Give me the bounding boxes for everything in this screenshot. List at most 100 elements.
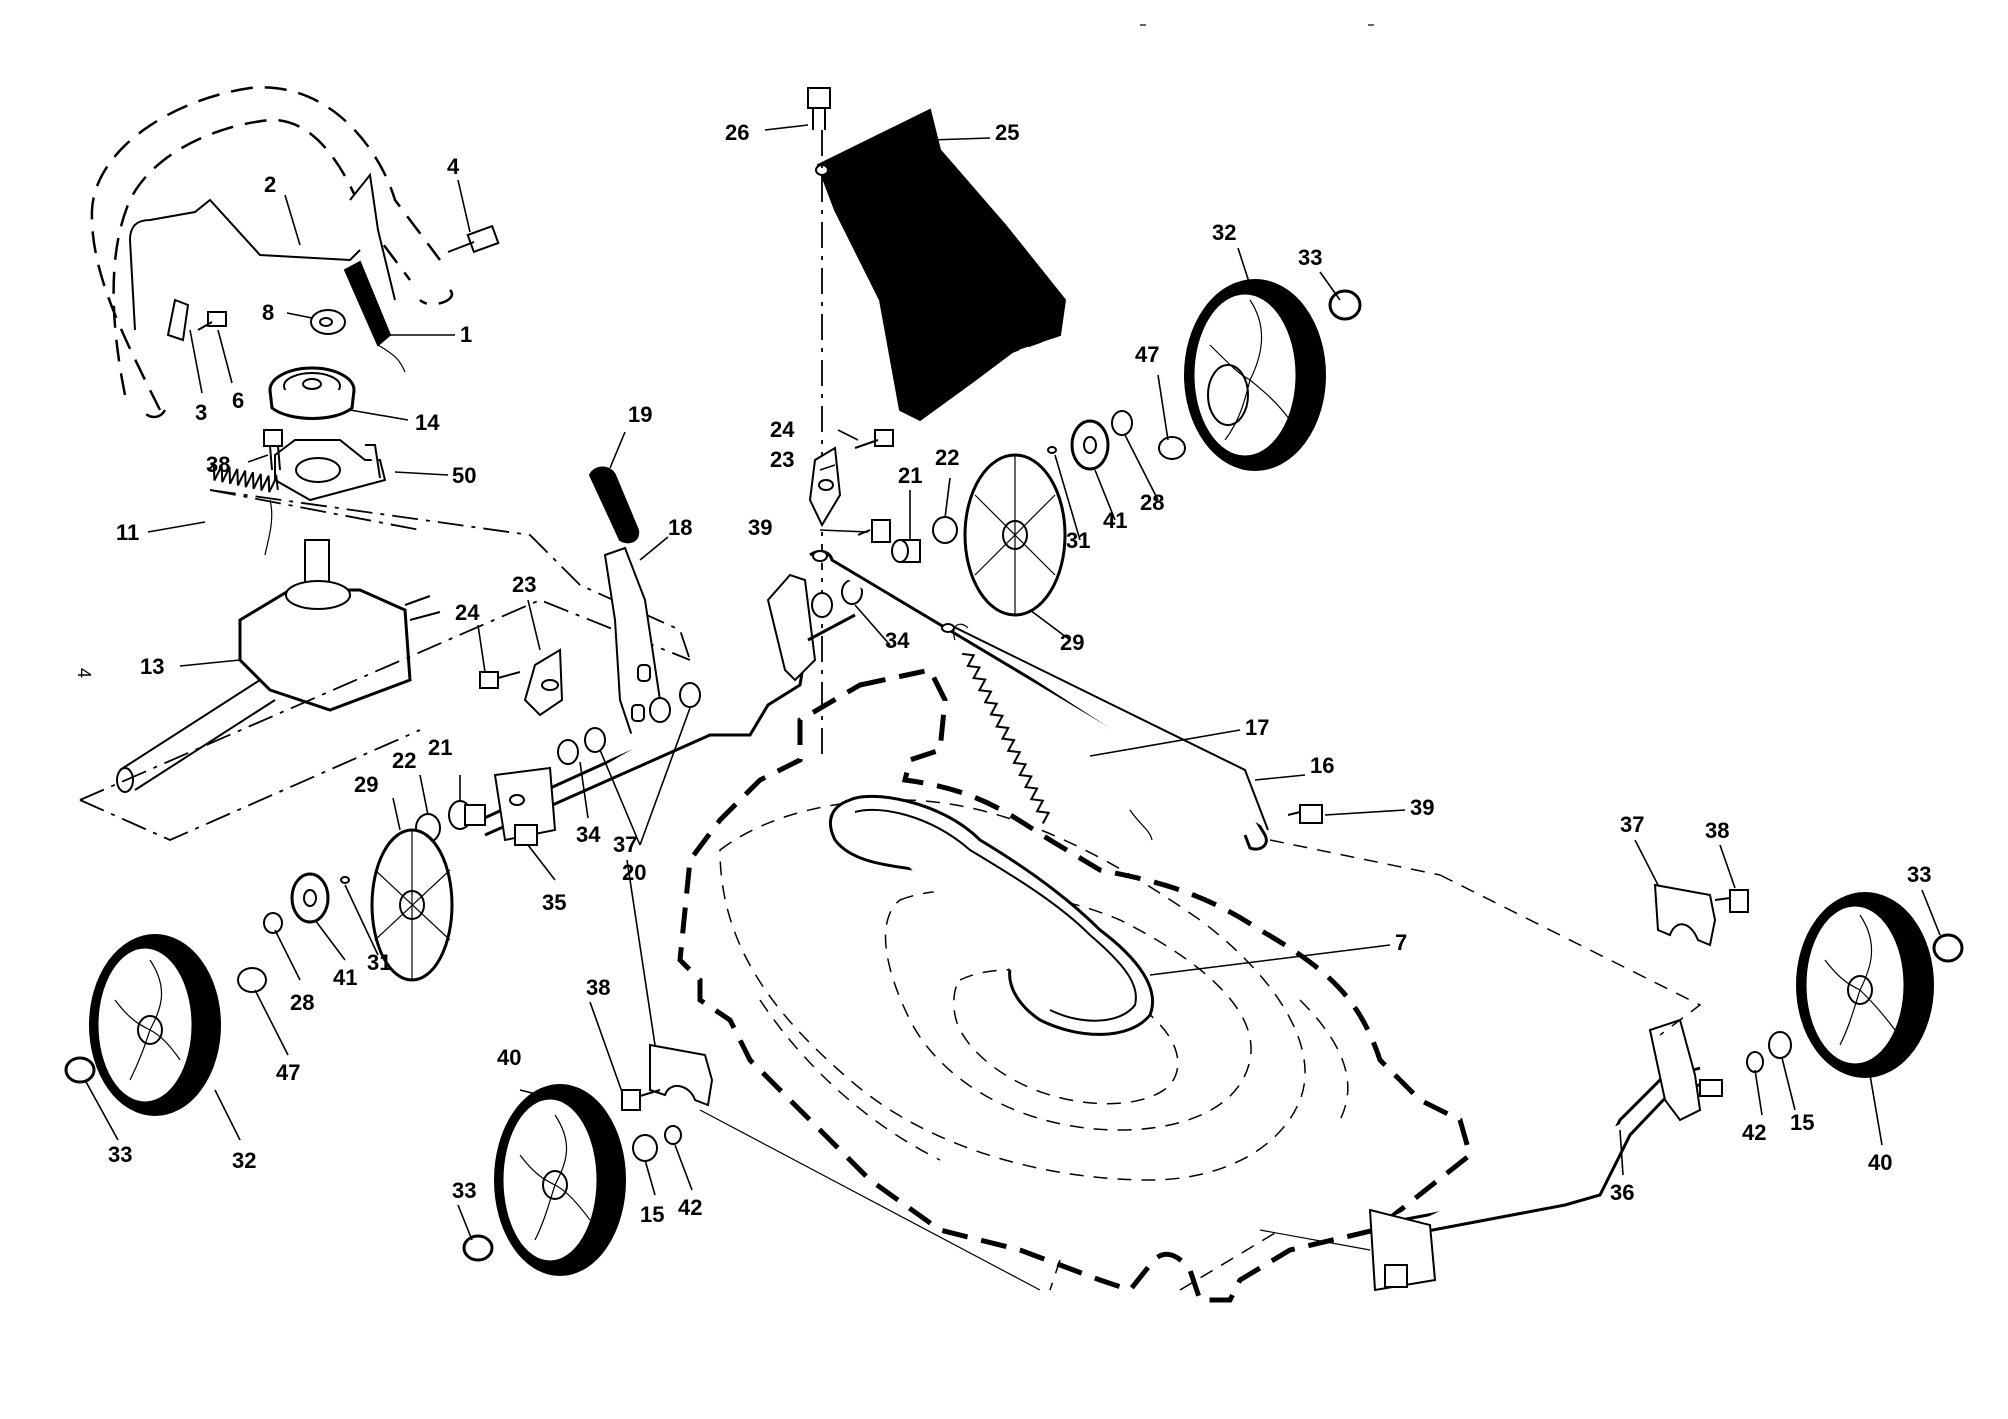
callout-34-right: 34 <box>885 628 910 653</box>
part-39-bolt-lower <box>1287 804 1323 824</box>
callout-39-lower: 39 <box>1410 795 1434 820</box>
callout-47-right: 47 <box>1135 342 1159 367</box>
part-38-bolt-right <box>1714 889 1749 913</box>
callout-21-left: 21 <box>428 735 452 760</box>
part-47-washer-right <box>1158 436 1186 460</box>
callout-2: 2 <box>264 172 276 197</box>
part-2-control-bail <box>128 198 361 331</box>
part-42-ring-right <box>1746 1051 1764 1073</box>
part-16-rod <box>941 623 1269 831</box>
callout-40-front-left: 40 <box>497 1045 521 1070</box>
part-41-gear-left <box>290 872 330 924</box>
part-1-bracket <box>343 172 406 373</box>
callout-31-left: 31 <box>367 950 391 975</box>
part-7-belt <box>829 794 1155 1036</box>
part-29-hub-cover-right <box>963 453 1067 617</box>
part-26-bolt <box>807 87 831 130</box>
part-14-pulley <box>268 366 356 420</box>
part-3-clip <box>166 298 190 342</box>
part-40-wheel-right <box>1796 892 1934 1078</box>
callout-23-left: 23 <box>512 572 536 597</box>
deck-outline <box>677 667 1473 1303</box>
part-23-bracket-left <box>523 648 564 717</box>
part-11-spring <box>207 461 279 556</box>
handle-outline <box>90 86 454 419</box>
part-23-bracket-right <box>808 446 842 528</box>
rear-axle-rod <box>479 639 808 837</box>
part-24-bolt-right <box>854 429 894 449</box>
callout-29-right: 29 <box>1060 630 1084 655</box>
callout-32-right: 32 <box>1212 220 1236 245</box>
part-38-bolt-upper <box>263 429 283 471</box>
callout-38-lower-left: 38 <box>586 975 610 1000</box>
part-38-bolt-lower-left <box>621 1089 661 1111</box>
callout-28-left: 28 <box>290 990 314 1015</box>
callout-1: 1 <box>460 322 472 347</box>
part-8-nut <box>310 309 346 335</box>
part-21-spacer-right <box>891 539 921 563</box>
callout-36: 36 <box>1610 1180 1634 1205</box>
part-6-screw <box>197 311 227 331</box>
callout-21-right: 21 <box>898 463 922 488</box>
callout-15-right: 15 <box>1790 1110 1814 1135</box>
callout-47-left: 47 <box>276 1060 300 1085</box>
part-32-wheel-right <box>1184 279 1326 471</box>
callout-28-right: 28 <box>1140 490 1164 515</box>
callout-11: 11 <box>116 520 139 545</box>
callout-40-right: 40 <box>1868 1150 1892 1175</box>
callout-18: 18 <box>668 515 692 540</box>
callout-39-upper: 39 <box>748 515 772 540</box>
callout-14: 14 <box>415 410 440 435</box>
callout-35: 35 <box>542 890 566 915</box>
right-axle-plate <box>766 549 1268 851</box>
callout-17: 17 <box>1245 715 1269 740</box>
callout-32-left: 32 <box>232 1148 256 1173</box>
part-22-washer-right <box>932 516 958 544</box>
callout-20: 20 <box>622 860 646 885</box>
part-37-bracket-right <box>1653 883 1717 947</box>
part-50-bracket <box>274 439 387 502</box>
part-35-height-bracket-left <box>493 766 557 846</box>
part-28-ring-right <box>1111 410 1133 436</box>
callout-38-right: 38 <box>1705 818 1729 843</box>
callout-6: 6 <box>232 388 244 413</box>
part-25-discharge-chute <box>815 108 1067 422</box>
callout-labels: 1 2 3 4 6 8 14 38 50 11 13 19 18 24 23 2… <box>108 120 1931 1227</box>
part-17-spring <box>953 623 1153 841</box>
part-40-wheel-front-left <box>494 1084 626 1276</box>
callout-23-right: 23 <box>770 447 794 472</box>
part-33-nut-right <box>1328 289 1362 321</box>
callout-3: 3 <box>195 400 207 425</box>
callout-24-right: 24 <box>770 417 795 442</box>
callout-8: 8 <box>262 300 274 325</box>
part-28-ring-left <box>263 912 283 934</box>
part-24-bolt-left <box>479 671 521 689</box>
part-4-bolt <box>447 224 500 254</box>
callout-42-front-left: 42 <box>678 1195 702 1220</box>
callout-41-right: 41 <box>1103 508 1127 533</box>
part-42-ring-front-left <box>664 1125 682 1145</box>
deck-phantom-lower <box>699 1109 1371 1291</box>
callout-34-left: 34 <box>576 822 601 847</box>
callout-15-front-left: 15 <box>640 1202 664 1227</box>
part-37-bracket-lower-left <box>649 1043 714 1107</box>
callout-33-right: 33 <box>1298 245 1322 270</box>
callout-22-left: 22 <box>392 748 416 773</box>
part-33-nut-front-left <box>462 1234 494 1262</box>
callout-41-left: 41 <box>333 965 357 990</box>
part-19-grip <box>588 466 640 544</box>
callout-31-right: 31 <box>1066 528 1090 553</box>
front-axle-phantom <box>1049 839 1702 1291</box>
leader-lines <box>84 124 1941 1241</box>
callout-25: 25 <box>995 120 1019 145</box>
callout-37-right: 37 <box>1620 812 1644 837</box>
part-13-transmission <box>116 539 441 793</box>
callout-16: 16 <box>1310 753 1334 778</box>
part-15-washer-right <box>1768 1031 1792 1059</box>
part-41-gear-right <box>1070 419 1110 471</box>
part-15-washer-front-left <box>632 1134 658 1162</box>
callout-37-lower-left: 37 <box>613 832 637 857</box>
part-36-front-axle <box>1368 1018 1723 1292</box>
washers-34-20-left <box>557 682 701 765</box>
